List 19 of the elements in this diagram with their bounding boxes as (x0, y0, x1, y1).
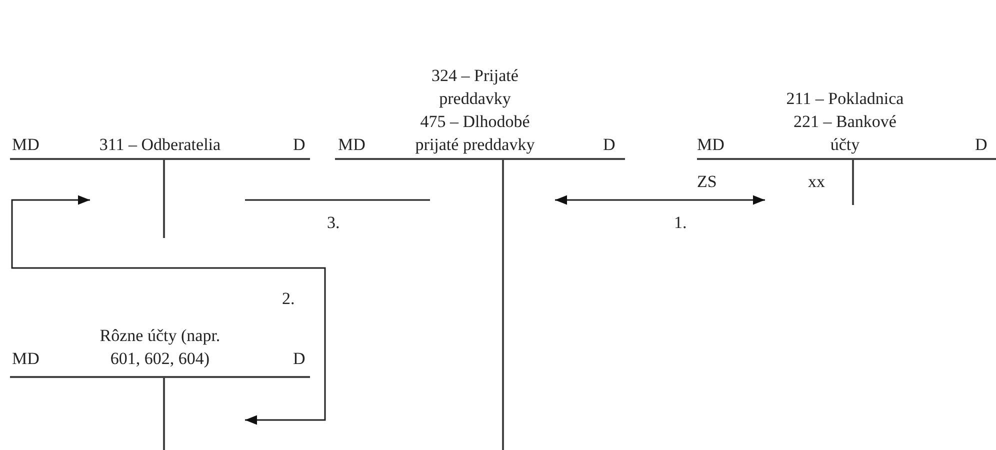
account-title: 324 – Prijaté preddavky (430, 65, 520, 110)
column-label: MD (697, 134, 726, 156)
column-label: D (603, 134, 616, 156)
arrow (11, 195, 326, 425)
column-label: D (293, 348, 306, 370)
column-label: MD (12, 134, 40, 156)
account-title: Rôzne účty (napr. 601, 602, 604) (98, 325, 222, 370)
column-label: MD (12, 348, 40, 370)
account-title: 211 – Pokladnica (785, 88, 905, 110)
connector-line (245, 199, 430, 201)
entry-label: ZS (697, 171, 718, 193)
column-label: D (293, 134, 306, 156)
column-label: MD (338, 134, 366, 156)
entry-label: xx (808, 171, 826, 193)
arrow (555, 195, 765, 205)
account-title: 475 – Dlhodobé prijaté preddavky (414, 111, 536, 156)
account-title: 311 – Odberatelia (98, 134, 222, 156)
column-label: D (975, 134, 988, 156)
account-title: 221 – Bankové účty (792, 111, 898, 156)
